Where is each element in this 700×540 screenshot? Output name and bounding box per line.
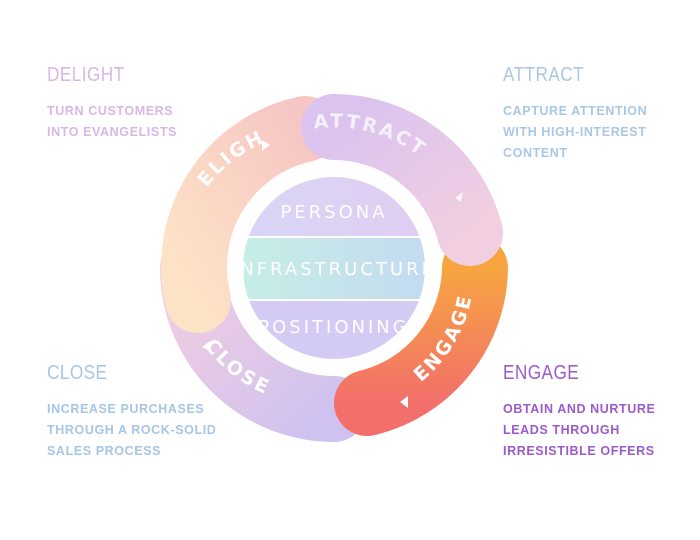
arrow-close-icon	[202, 341, 211, 352]
attract-line-2: WITH HIGH-INTEREST	[503, 125, 647, 139]
core-label-infrastructure: INFRASTRUCTURE	[232, 259, 436, 280]
core-band-middle	[242, 238, 426, 299]
segment-label-delight: DELIGHT	[0, 0, 268, 191]
engage-line-3: IRRESISTIBLE OFFERS	[503, 444, 655, 458]
segment-engage	[334, 235, 508, 436]
arrow-attract-icon	[455, 192, 463, 202]
attract-text: CAPTURE ATTENTION WITH HIGH-INTEREST CON…	[503, 101, 693, 164]
delight-text: TURN CUSTOMERS INTO EVANGELISTS	[47, 101, 237, 143]
delight-title: DELIGHT	[47, 64, 125, 86]
attract-line-1: CAPTURE ATTENTION	[503, 104, 648, 118]
attract-line-3: CONTENT	[503, 146, 568, 160]
segment-delight	[161, 96, 338, 333]
delight-line-1: TURN CUSTOMERS	[47, 104, 174, 118]
engage-line-2: LEADS THROUGH	[503, 423, 620, 437]
close-title: CLOSE	[47, 362, 108, 384]
core-label-persona: PERSONA	[280, 202, 387, 223]
close-line-1: INCREASE PURCHASES	[47, 402, 205, 416]
arrow-delight-icon	[262, 140, 270, 151]
engage-text: OBTAIN AND NURTURE LEADS THROUGH IRRESIS…	[503, 399, 693, 462]
core-label-positioning: POSITIONING	[258, 317, 409, 338]
attract-description: ATTRACT CAPTURE ATTENTION WITH HIGH-INTE…	[503, 64, 693, 164]
close-text: INCREASE PURCHASES THROUGH A ROCK-SOLID …	[47, 399, 237, 462]
delight-line-2: INTO EVANGELISTS	[47, 125, 177, 139]
close-description: CLOSE INCREASE PURCHASES THROUGH A ROCK-…	[47, 362, 237, 462]
core-outline	[241, 175, 427, 361]
segment-attract	[301, 94, 503, 266]
delight-description: DELIGHT TURN CUSTOMERS INTO EVANGELISTS	[47, 64, 237, 143]
arrow-engage-icon	[400, 396, 408, 408]
engage-line-1: OBTAIN AND NURTURE	[503, 402, 656, 416]
attract-title: ATTRACT	[503, 64, 585, 86]
close-line-3: SALES PROCESS	[47, 444, 162, 458]
close-line-2: THROUGH A ROCK-SOLID	[47, 423, 217, 437]
core-circle	[242, 176, 426, 360]
engage-description: ENGAGE OBTAIN AND NURTURE LEADS THROUGH …	[503, 362, 693, 462]
engage-title: ENGAGE	[503, 362, 580, 384]
